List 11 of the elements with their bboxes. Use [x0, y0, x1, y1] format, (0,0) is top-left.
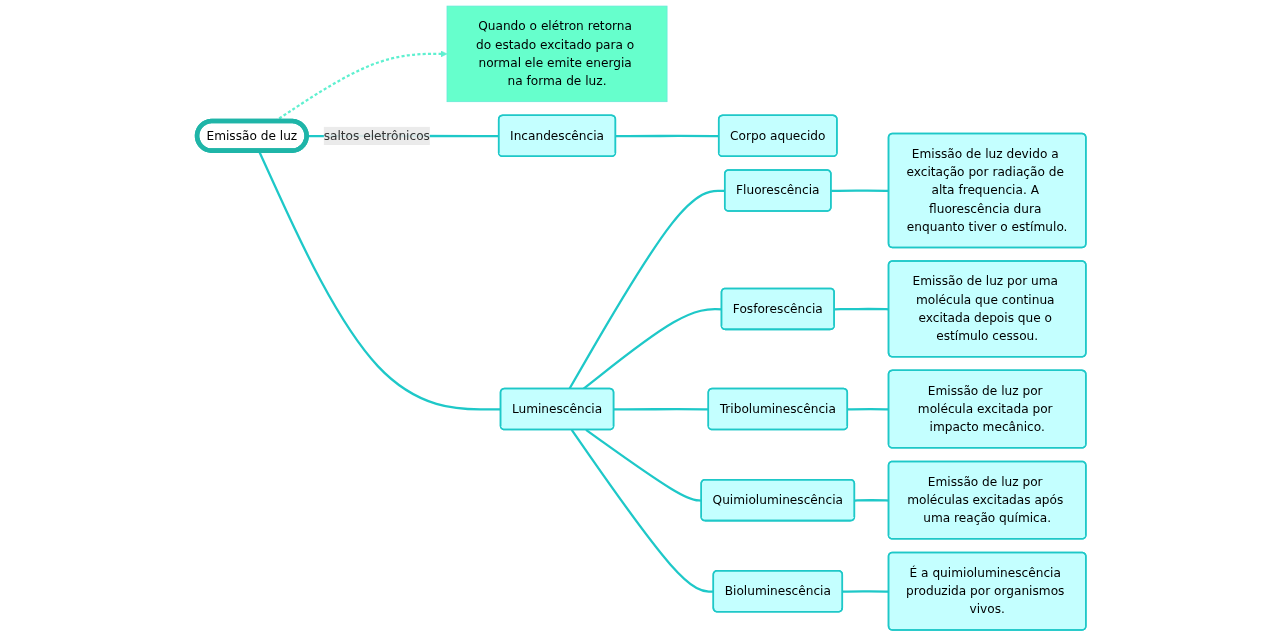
connector [831, 189, 889, 192]
connector [842, 590, 889, 593]
connector [854, 499, 889, 502]
connector [582, 308, 722, 390]
connector [585, 429, 702, 502]
edge-label: saltos eletrônicos [323, 128, 430, 143]
connector [847, 408, 889, 411]
connector [613, 408, 709, 411]
connector [570, 429, 714, 593]
connector [834, 307, 889, 311]
node-box: Quando o elétron retorna do estado excitado para o normal ele emite energia na forma de luz. [446, 5, 668, 103]
